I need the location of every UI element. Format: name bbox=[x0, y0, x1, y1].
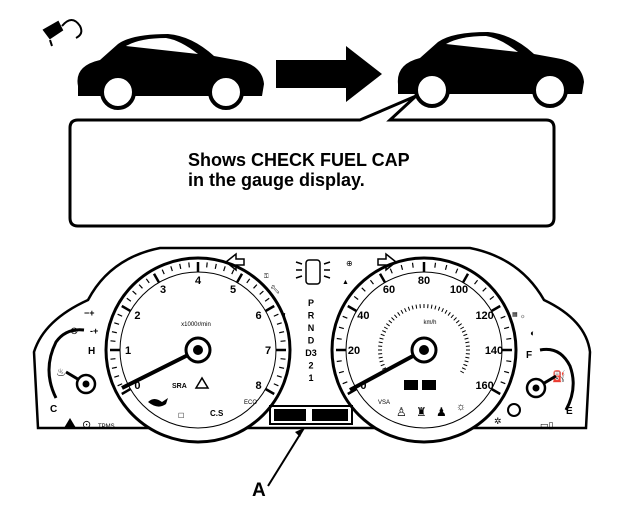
fuel-empty-label: E bbox=[566, 406, 573, 417]
speedometer-label: 160 bbox=[475, 380, 493, 392]
speedometer-label: 40 bbox=[357, 310, 369, 322]
speedometer-label: 80 bbox=[418, 275, 430, 287]
tachometer-label: 1 bbox=[125, 345, 131, 357]
tachometer-unit: x1000r/min bbox=[181, 322, 211, 328]
temperature-gauge: H C ♨ −+ ⊗ -+ ⊙ TPMS bbox=[49, 308, 115, 431]
car-right-icon bbox=[398, 32, 584, 106]
shift-position-R: R bbox=[308, 311, 315, 321]
fuel-indicator-circle bbox=[508, 404, 520, 416]
callout-line-1: Shows CHECK FUEL CAP bbox=[188, 150, 488, 170]
tachometer-minor-tick bbox=[110, 359, 115, 360]
coolant-temp-icon: ♨ bbox=[56, 367, 66, 379]
callout-line-2: in the gauge display. bbox=[188, 170, 488, 190]
indicator-right-3: ▭▯ bbox=[540, 420, 554, 430]
callout-text: Shows CHECK FUEL CAP in the gauge displa… bbox=[188, 150, 488, 190]
tachometer-label: 6 bbox=[256, 310, 262, 322]
tachometer-label: 4 bbox=[195, 275, 202, 287]
gauge-display-tripmeter bbox=[312, 409, 348, 421]
eco-indicator: ECO bbox=[244, 400, 257, 406]
callout-label-a: A bbox=[252, 480, 266, 502]
car-left-icon bbox=[77, 34, 264, 108]
immobilizer-icon: ⚿ bbox=[264, 273, 269, 280]
speedometer-minor-tick bbox=[506, 361, 511, 362]
tpms-icon: ⊙ bbox=[82, 419, 91, 431]
headlight-icon: ☼ bbox=[520, 314, 526, 320]
shift-position-D3: D3 bbox=[305, 348, 317, 358]
cruise-indicator: C.S bbox=[210, 409, 224, 418]
speedometer-unit: km/h bbox=[423, 320, 436, 326]
airbag-icon: ♟ bbox=[436, 405, 447, 419]
indicator-right-2: ✲ bbox=[494, 416, 502, 426]
speedometer-minor-tick bbox=[413, 263, 414, 268]
speedometer-label: 100 bbox=[450, 284, 468, 296]
tachometer-label: 2 bbox=[134, 310, 140, 322]
tachometer-label: 3 bbox=[160, 284, 166, 296]
tpms-text: TPMS bbox=[98, 424, 115, 430]
speedometer-label: 20 bbox=[348, 345, 360, 357]
right-arrow-icon bbox=[276, 46, 382, 102]
tachometer-minor-tick bbox=[110, 341, 115, 342]
speedometer-minor-tick bbox=[506, 339, 511, 340]
speedometer-inner-tick bbox=[379, 342, 383, 343]
indicator-box-1 bbox=[404, 380, 418, 390]
fog-light-icon: ◐ bbox=[530, 328, 535, 338]
cel-indicator: ☐ bbox=[178, 412, 184, 420]
shift-position-D: D bbox=[308, 336, 315, 346]
dim-indicator: ▲ bbox=[342, 279, 349, 286]
speedometer-inner-tick bbox=[379, 357, 383, 358]
tachometer-minor-tick bbox=[207, 262, 208, 267]
speedometer-label: 140 bbox=[485, 345, 503, 357]
sra-indicator: SRA bbox=[172, 383, 187, 390]
door-icon: ♜ bbox=[416, 405, 427, 419]
shift-position-N: N bbox=[308, 323, 315, 333]
high-beam-icon: ◐ bbox=[282, 310, 288, 321]
speedometer-inner-tick bbox=[465, 357, 469, 358]
speedometer-label: 120 bbox=[475, 310, 493, 322]
tachometer-minor-tick bbox=[281, 341, 286, 342]
low-tire-warning-icon bbox=[64, 418, 76, 428]
shift-position-2: 2 bbox=[308, 361, 313, 371]
tachometer-label: 5 bbox=[230, 284, 236, 296]
speedometer-inner-tick bbox=[416, 305, 417, 309]
indicator-right-1: ▦ bbox=[512, 312, 518, 318]
fuel-full-label: F bbox=[526, 350, 532, 361]
shift-position-P: P bbox=[308, 298, 314, 308]
dim-icon: ⊕ bbox=[346, 259, 353, 268]
label-a-leader bbox=[268, 428, 304, 486]
indicator-box-2 bbox=[422, 380, 436, 390]
brake-icon: -+ bbox=[90, 326, 98, 336]
speedometer-minor-tick bbox=[337, 339, 342, 340]
speedometer-minor-tick bbox=[435, 263, 436, 268]
temp-hot-label: H bbox=[88, 346, 95, 357]
lamp-icon: ☼ bbox=[456, 401, 466, 413]
tachometer-label: 7 bbox=[265, 345, 271, 357]
speedometer-minor-tick bbox=[337, 361, 342, 362]
speedometer-inner-tick bbox=[465, 342, 469, 343]
seatbelt-icon: ♙ bbox=[396, 405, 407, 419]
fuel-cap-icon bbox=[44, 20, 81, 46]
speedometer-inner-tick bbox=[431, 305, 432, 309]
shift-position-1: 1 bbox=[308, 373, 313, 383]
tcs-indicator: VSA bbox=[378, 400, 390, 406]
tachometer-label: 8 bbox=[256, 380, 262, 392]
abs-icon: ⊗ bbox=[70, 326, 78, 337]
wrench-icon: 🔧︎ bbox=[270, 285, 280, 294]
battery-icon: −+ bbox=[84, 308, 95, 318]
tachometer-minor-tick bbox=[189, 262, 190, 267]
tachometer-minor-tick bbox=[281, 359, 286, 360]
temp-cold-label: C bbox=[50, 404, 57, 415]
gauge-display-odometer bbox=[274, 409, 306, 421]
speedometer-label: 60 bbox=[383, 284, 395, 296]
car-status-icon bbox=[296, 260, 330, 284]
